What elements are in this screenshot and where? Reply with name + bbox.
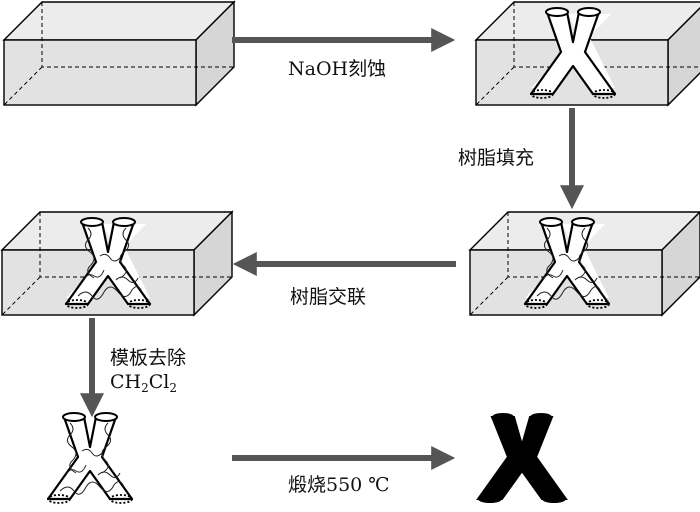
- formula-ch: CH: [110, 371, 142, 393]
- formula-sub-1: 2: [141, 381, 149, 395]
- label-calcine: 煅烧550 ℃: [288, 474, 390, 496]
- label-etch: NaOH刻蚀: [288, 58, 387, 80]
- label-solvent-formula: CH2Cl2: [110, 371, 177, 395]
- block-template-crosslinked: [1, 211, 233, 316]
- label-crosslink: 树脂交联: [290, 286, 367, 308]
- block-template-filled: [469, 211, 700, 316]
- label-fill: 树脂填充: [458, 147, 535, 169]
- block-template-etched: [475, 1, 700, 106]
- block-template-plain: [3, 1, 235, 106]
- x-carbon-product: [476, 413, 568, 503]
- label-remove-template: 模板去除: [110, 347, 187, 369]
- x-resin-structure: [46, 411, 134, 505]
- formula-sub-2: 2: [169, 381, 178, 395]
- formula-cl: Cl: [148, 371, 170, 393]
